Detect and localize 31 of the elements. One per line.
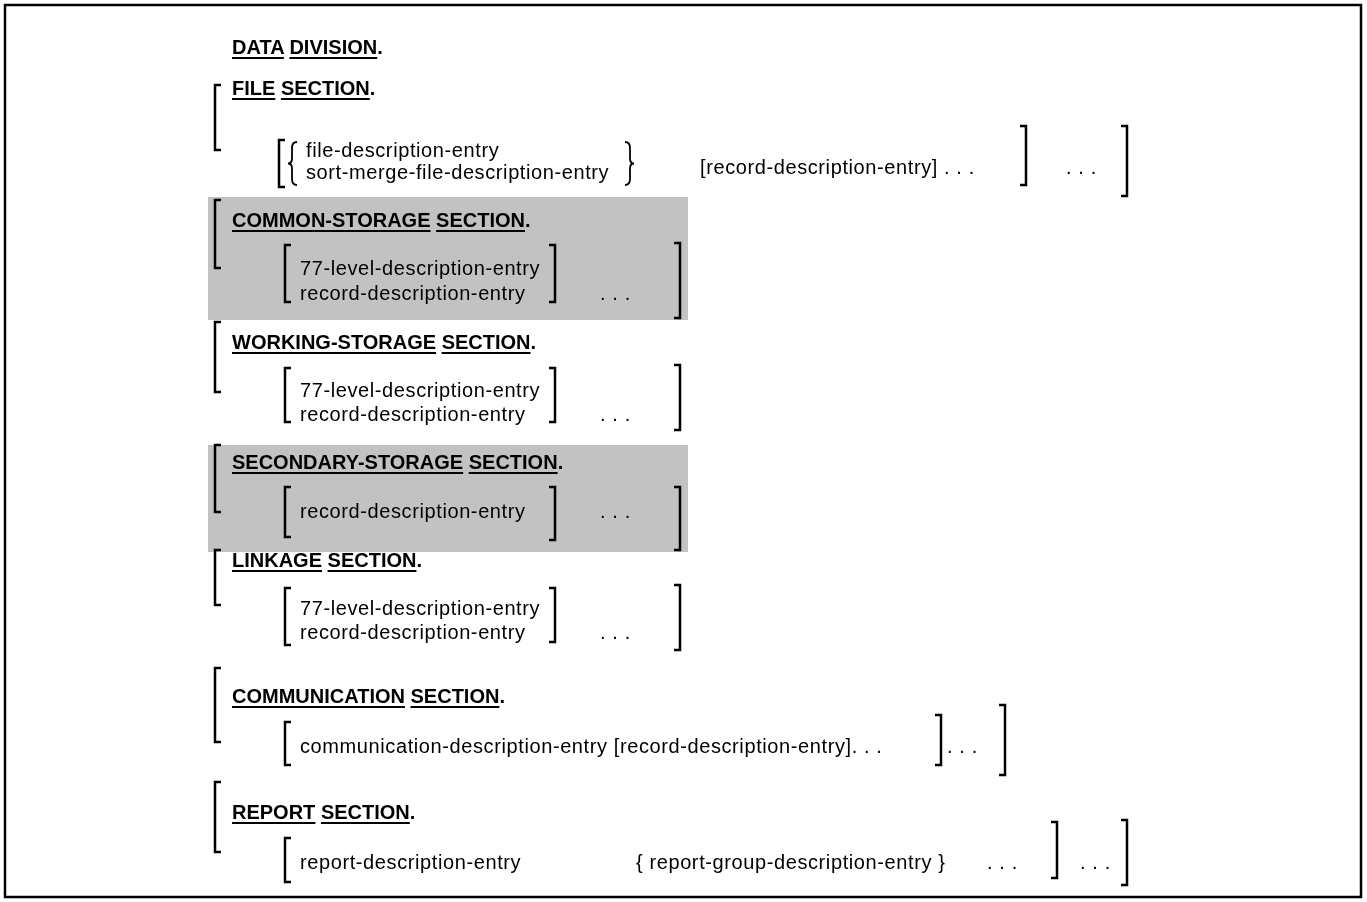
section-keyword: FILE SECTION. — [232, 77, 376, 99]
section-keyword: WORKING-STORAGE SECTION. — [232, 331, 537, 353]
syntax-entry: . . . — [600, 621, 631, 643]
syntax-entry: . . . — [1080, 851, 1111, 873]
section-keyword: DATA DIVISION. — [232, 36, 383, 58]
syntax-entry: record-description-entry — [300, 282, 526, 304]
syntax-entry: file-description-entry — [306, 139, 500, 161]
syntax-entry: { report-group-description-entry } — [636, 851, 946, 873]
syntax-entry: . . . — [1066, 156, 1097, 178]
section-keyword: REPORT SECTION. — [232, 801, 416, 823]
syntax-entry: report-description-entry — [300, 851, 522, 873]
syntax-entry: record-description-entry — [300, 621, 526, 643]
shaded-band — [208, 445, 688, 552]
syntax-entry: [record-description-entry] . . . — [700, 156, 975, 178]
syntax-entry: . . . — [987, 851, 1018, 873]
syntax-entry: record-description-entry — [300, 403, 526, 425]
syntax-entry: . . . — [600, 282, 631, 304]
shaded-band — [208, 197, 688, 320]
syntax-entry: . . . — [600, 403, 631, 425]
syntax-entry: . . . — [947, 735, 978, 757]
syntax-entry: . . . — [600, 500, 631, 522]
syntax-entry: 77-level-description-entry — [300, 257, 541, 279]
section-keyword: LINKAGE SECTION. — [232, 549, 423, 571]
syntax-entry: communication-description-entry [record-description-entry]. . . — [300, 735, 883, 757]
syntax-entry: record-description-entry — [300, 500, 526, 522]
section-keyword: COMMON-STORAGE SECTION. — [232, 209, 531, 231]
section-keyword: COMMUNICATION SECTION. — [232, 685, 505, 707]
section-keyword: SECONDARY-STORAGE SECTION. — [232, 451, 564, 473]
syntax-entry: 77-level-description-entry — [300, 379, 541, 401]
syntax-entry: 77-level-description-entry — [300, 597, 541, 619]
syntax-entry: sort-merge-file-description-entry — [306, 161, 610, 183]
